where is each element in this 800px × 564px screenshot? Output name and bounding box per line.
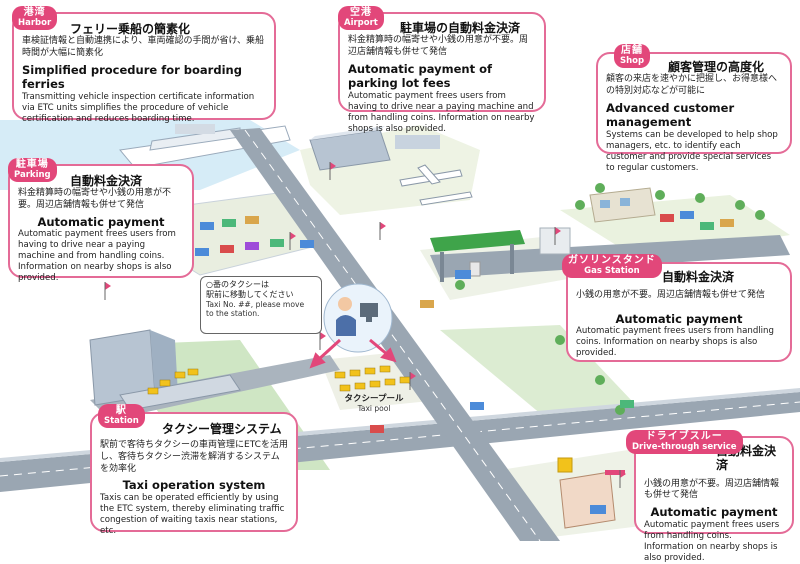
gas-station-body-en: Automatic payment frees users from handl… <box>576 326 774 359</box>
drive-through-callout: ドライブスルー Drive-through service 自動料金決済 小銭の… <box>626 430 794 563</box>
station-title-jp: タクシー管理システム <box>162 422 282 436</box>
dispatch-message-bubble: ○番のタクシーは 駅前に移動してください Taxi No. ##, please… <box>200 276 322 334</box>
shop-title-jp: 顧客管理の高度化 <box>668 60 765 74</box>
parking-title-en: Automatic payment <box>37 214 165 229</box>
road-cars <box>300 240 634 433</box>
taxi-pool-label-jp: タクシープール <box>344 394 404 404</box>
gas-station-tag: ガソリンスタンド Gas Station <box>562 254 662 279</box>
drive-through-tag: ドライブスルー Drive-through service <box>626 430 743 455</box>
gas-station-tag-en: Gas Station <box>584 265 640 276</box>
airport-body-jp: 料金精算時の幅寄せや小銭の用意が不要。周辺店舗情報も併せて発信 <box>348 35 529 58</box>
grass-strip <box>440 325 650 430</box>
airport-callout: 空港 Airport 駐車場の自動料金決済 料金精算時の幅寄せや小銭の用意が不要… <box>338 6 546 134</box>
parking-body-jp: 料金精算時の幅寄せや小銭の用意が不要。周辺店舗情報も併せて発信 <box>18 188 172 211</box>
dispatch-arrow-icon <box>309 338 397 369</box>
airplane-icon <box>399 164 473 206</box>
diagonal-road <box>230 128 560 541</box>
station-callout: 駅 Station タクシー管理システム 駅前で客待ちタクシーの車両管理にETC… <box>90 404 298 536</box>
station-body-jp: 駅前で客待ちタクシーの車両管理にETCを活用し、客待ちタクシー渋滞を解消するシス… <box>100 440 288 474</box>
parking-tag-en: Parking <box>14 169 51 180</box>
tree-row <box>455 183 765 415</box>
airport-body-en: Automatic payment frees users from havin… <box>348 90 535 134</box>
shop-tag-en: Shop <box>620 55 645 66</box>
gas-station-callout: ガソリンスタンド Gas Station 自動料金決済 小銭の用意が不要。周辺店… <box>562 254 792 362</box>
airport-tag-en: Airport <box>344 17 378 28</box>
drive-through-title-en: Automatic payment <box>650 505 778 520</box>
shop-callout: 店舗 Shop 顧客管理の高度化 顧客の来店を速やかに把握し、お得意様への特別対… <box>596 44 792 173</box>
harbor-tag-en: Harbor <box>18 17 52 28</box>
gas-station-title-en: Automatic payment <box>615 312 743 327</box>
dispatch-line2-jp: 駅前に移動してください <box>206 290 294 299</box>
gas-station-tag-jp: ガソリンスタンド <box>568 255 656 266</box>
parking-tag: 駐車場 Parking <box>8 158 57 183</box>
parking-callout: 駐車場 Parking 自動料金決済 料金精算時の幅寄せや小銭の用意が不要。周辺… <box>8 158 194 283</box>
drive-through-body-jp: 小銭の用意が不要。周辺店舗情報も併せて発信 <box>644 478 780 501</box>
airport-terminal <box>309 126 440 171</box>
dispatch-line1-jp: ○番のタクシーは <box>206 280 269 289</box>
shop-body-en: Systems can be developed to help shop ma… <box>606 129 778 173</box>
parking-title-jp: 自動料金決済 <box>70 174 143 188</box>
taxi-pool-taxis <box>334 365 411 392</box>
station-tag-jp: 駅 <box>115 405 127 416</box>
etc-gate-flags <box>104 162 626 488</box>
dispatch-line2-en: to the station. <box>206 309 260 319</box>
parking-tag-jp: 駐車場 <box>15 159 49 170</box>
drive-through-building <box>557 457 625 529</box>
airport-title-jp: 駐車場の自動料金決済 <box>400 21 521 35</box>
shop-body-jp: 顧客の来店を速やかに把握し、お得意様への特別対応などが可能に <box>606 74 778 97</box>
gas-station-body-jp: 小銭の用意が不要。周辺店舗情報も併せて発信 <box>576 290 766 301</box>
harbor-body-en: Transmitting vehicle inspection certific… <box>22 91 255 124</box>
drive-through-body-en: Automatic payment frees users from handl… <box>644 519 780 563</box>
shop-building <box>589 187 656 223</box>
airport-title-en: Automatic payment of parking lot fees <box>348 61 492 91</box>
gas-station-title-jp: 自動料金決済 <box>662 270 735 284</box>
harbor-callout: 港湾 Harbor フェリー乗船の簡素化 車検証情報と自動連携により、車両確認の… <box>12 6 276 124</box>
station-tag: 駅 Station <box>98 404 145 429</box>
drive-through-tag-en: Drive-through service <box>632 441 737 452</box>
station-tag-en: Station <box>104 415 139 426</box>
harbor-title-jp: フェリー乗船の簡素化 <box>70 22 191 36</box>
shop-cars <box>660 211 734 230</box>
shop-tag-jp: 店舗 <box>621 45 644 56</box>
dispatch-operator-icon <box>323 283 393 353</box>
shop-title-en: Advanced customer management <box>606 100 735 130</box>
harbor-title-en: Simplified procedure for boarding ferrie… <box>22 62 242 92</box>
airport-tag-jp: 空港 <box>349 7 372 18</box>
taxi-pool-label-en: Taxi pool <box>357 404 391 413</box>
dispatch-line1-en: Taxi No. ##, please move <box>206 300 305 309</box>
shop-tag: 店舗 Shop <box>614 44 651 69</box>
station-title-en: Taxi operation system <box>122 478 266 493</box>
harbor-body-jp: 車検証情報と自動連携により、車両確認の手間が省け、乗船時間が大幅に簡素化 <box>22 36 265 59</box>
airport-tag: 空港 Airport <box>338 6 384 31</box>
taxi-pool-label: タクシープール Taxi pool <box>334 392 414 413</box>
harbor-tag-jp: 港湾 <box>23 7 46 18</box>
drive-through-tag-jp: ドライブスルー <box>645 431 723 442</box>
station-body-en: Taxis can be operated efficiently by usi… <box>100 492 285 536</box>
station-taxis <box>147 368 199 395</box>
parking-body-en: Automatic payment frees users from havin… <box>18 229 176 284</box>
harbor-tag: 港湾 Harbor <box>12 6 58 31</box>
